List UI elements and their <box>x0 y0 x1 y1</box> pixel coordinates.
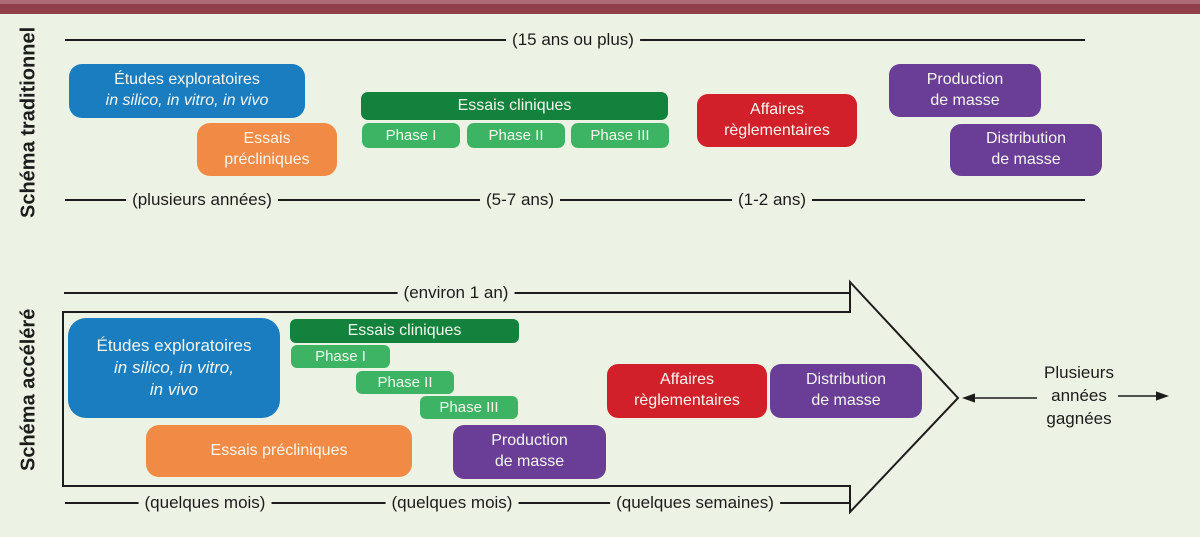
accel-production-line1: Production <box>491 432 568 450</box>
accel-essais-cliniques-label: Essais cliniques <box>347 321 462 339</box>
trad-box-etudes-exploratoires: Études exploratoires in silico, in vitro… <box>69 64 305 118</box>
accel-box-etudes-exploratoires: Études exploratoires in silico, in vitro… <box>68 318 280 418</box>
label-quelques-semaines: (quelques semaines) <box>610 491 780 515</box>
section-title-accelerated: Schéma accéléré <box>17 308 40 472</box>
accel-distribution-line1: Distribution <box>805 371 887 389</box>
years-saved-line3: gagnées <box>1046 409 1112 428</box>
accel-affaires-line1: Affaires <box>660 371 714 389</box>
label-environ-1-an: (environ 1 an) <box>397 281 515 305</box>
accel-box-phase-3: Phase III <box>420 396 518 419</box>
years-saved-line2: années <box>1051 386 1107 405</box>
section-title-traditional: Schéma traditionnel <box>17 26 40 219</box>
accel-precliniques-label: Essais précliniques <box>210 441 348 459</box>
accel-phase-1-label: Phase I <box>315 347 366 365</box>
trad-phase-3-label: Phase III <box>590 126 650 144</box>
label-5-7-ans: (5-7 ans) <box>479 188 561 212</box>
accel-etudes-line1: Études exploratoires <box>96 335 252 355</box>
accel-box-production-de-masse: Production de masse <box>453 425 606 479</box>
accel-affaires-line2: règlementaires <box>634 392 740 409</box>
trad-box-production-de-masse: Production de masse <box>889 64 1041 117</box>
trad-phase-2-label: Phase II <box>488 126 544 144</box>
accel-distribution-line2: de masse <box>811 392 881 409</box>
trad-precliniques-line2: précliniques <box>224 150 310 168</box>
trad-precliniques-line1: Essais <box>243 129 291 147</box>
trad-box-essais-precliniques: Essais précliniques <box>197 123 337 176</box>
top-maroon-bar <box>0 0 1200 14</box>
label-1-2-ans: (1-2 ans) <box>731 188 813 212</box>
trad-production-line1: Production <box>926 70 1004 88</box>
accel-box-affaires-reglementaires: Affaires règlementaires <box>607 364 767 418</box>
accel-box-essais-precliniques: Essais précliniques <box>146 425 412 477</box>
trad-affaires-line1: Affaires <box>750 100 804 118</box>
label-quelques-mois-1: (quelques mois) <box>138 491 272 515</box>
accel-box-phase-2: Phase II <box>356 371 454 394</box>
accel-phase-3-label: Phase III <box>439 398 499 416</box>
years-saved-note: Plusieurs années gagnées <box>1038 361 1120 430</box>
trad-box-phase-2: Phase II <box>467 123 565 148</box>
trad-box-phase-1: Phase I <box>362 123 460 148</box>
years-saved-right-arrow-head <box>1156 391 1169 401</box>
years-saved-left-arrow-head <box>962 393 975 403</box>
accel-box-essais-cliniques: Essais cliniques <box>290 319 519 343</box>
trad-distribution-line2: de masse <box>991 151 1061 168</box>
label-plusieurs-annees: (plusieurs années) <box>126 188 278 212</box>
trad-box-affaires-reglementaires: Affaires règlementaires <box>697 94 857 147</box>
label-quelques-mois-2: (quelques mois) <box>385 491 519 515</box>
trad-etudes-line2: in silico, in vitro, in vivo <box>105 92 269 109</box>
accel-etudes-line2: in silico, in vitro, <box>114 357 234 377</box>
trad-etudes-line1: Études exploratoires <box>114 71 260 89</box>
trad-affaires-line2: règlementaires <box>724 121 830 139</box>
trad-distribution-line1: Distribution <box>985 130 1067 148</box>
accel-production-line2: de masse <box>494 453 565 470</box>
trad-essais-cliniques-label: Essais cliniques <box>457 96 572 114</box>
years-saved-line1: Plusieurs <box>1044 363 1114 382</box>
trad-box-essais-cliniques: Essais cliniques <box>361 92 668 120</box>
accel-etudes-line3: in vivo <box>149 380 199 400</box>
big-arrow-outline <box>62 279 960 515</box>
accel-box-distribution-de-masse: Distribution de masse <box>770 364 922 418</box>
trad-phase-1-label: Phase I <box>385 126 437 144</box>
trad-box-distribution-de-masse: Distribution de masse <box>950 124 1102 176</box>
label-15-ans-ou-plus: (15 ans ou plus) <box>506 28 640 52</box>
accel-box-phase-1: Phase I <box>291 345 390 368</box>
trad-production-line2: de masse <box>930 91 1000 109</box>
accel-phase-2-label: Phase II <box>377 373 433 391</box>
trad-box-phase-3: Phase III <box>571 123 669 148</box>
